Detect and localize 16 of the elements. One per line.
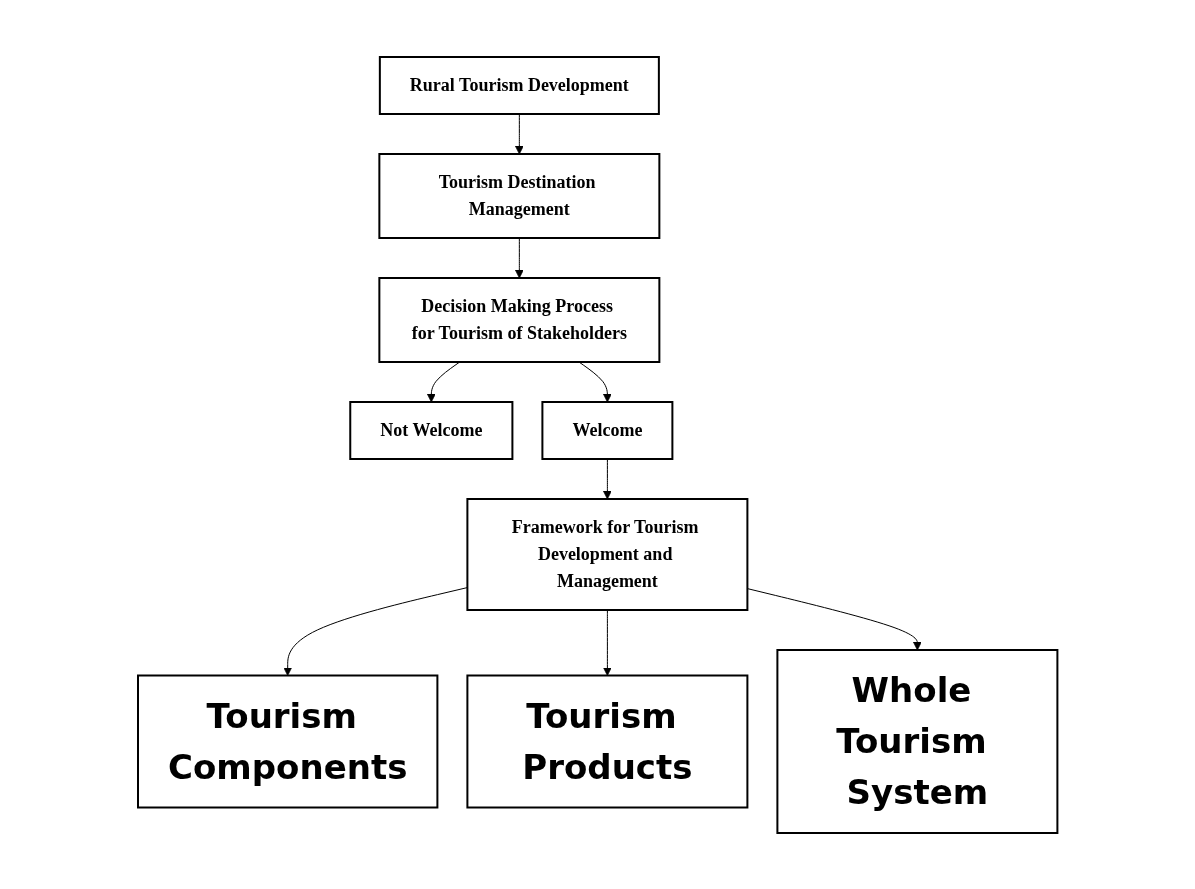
arrow bbox=[602, 609, 612, 676]
node-box: Rural Tourism Development bbox=[378, 55, 660, 115]
arrow bbox=[578, 361, 612, 402]
arrow bbox=[283, 586, 468, 676]
node-box: Whole Tourism System bbox=[776, 648, 1059, 834]
node-box: Not Welcome bbox=[349, 400, 514, 460]
arrow bbox=[514, 113, 524, 154]
node-box: Tourism Products bbox=[466, 674, 749, 808]
arrow bbox=[514, 237, 524, 278]
node-box: Framework for Tourism Development and Management bbox=[466, 497, 749, 611]
node-box: Welcome bbox=[541, 400, 674, 460]
node-box: Tourism Destination Management bbox=[378, 152, 661, 239]
node-box: Decision Making Process for Tourism of Stakeholders bbox=[378, 276, 661, 363]
arrow bbox=[426, 361, 460, 402]
node-box: Tourism Components bbox=[136, 674, 439, 808]
arrow bbox=[602, 458, 612, 499]
